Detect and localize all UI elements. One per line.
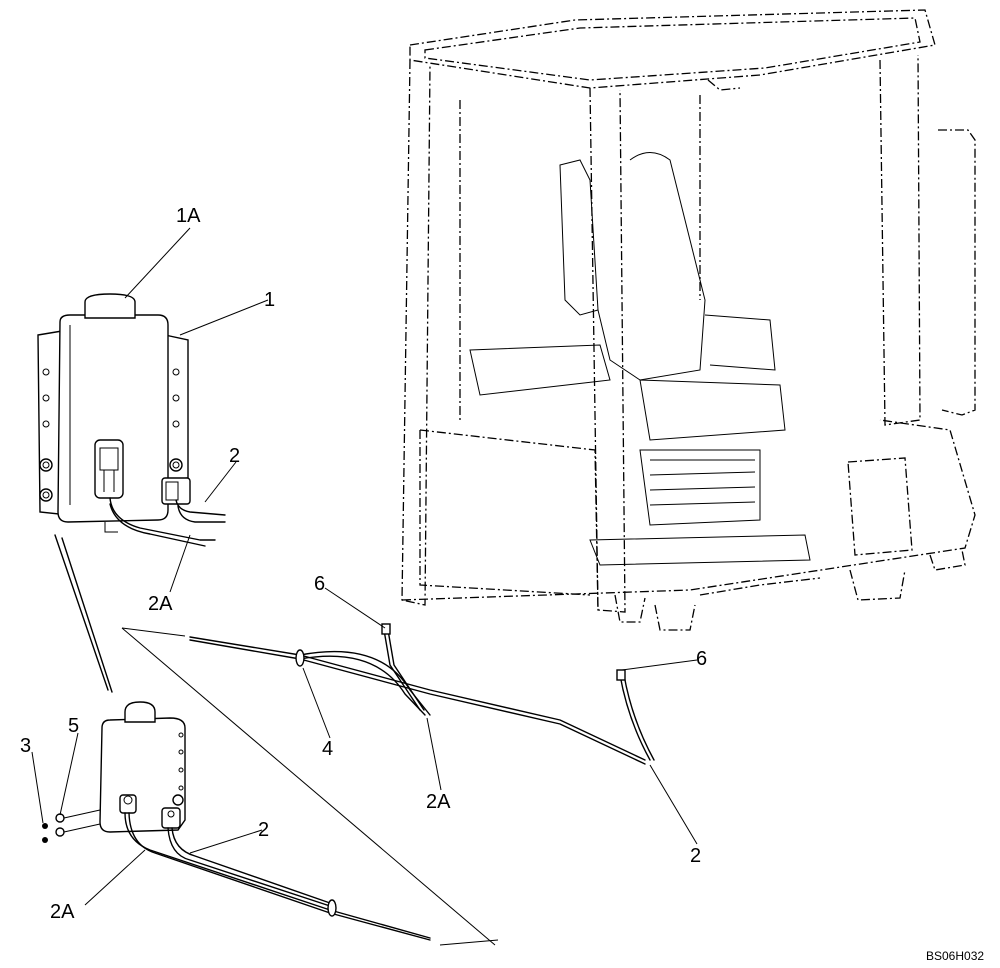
callout-1: 1	[264, 289, 275, 311]
callout-6-right: 6	[696, 648, 707, 670]
cab-outline	[401, 9, 976, 631]
callout-3: 3	[20, 735, 31, 757]
callout-6-left: 6	[314, 573, 325, 595]
callout-leaders	[31, 227, 698, 906]
callout-2-low: 2	[258, 819, 269, 841]
callout-2A-top: 2A	[148, 593, 173, 615]
callout-1A: 1A	[176, 205, 201, 227]
operator-seat	[469, 152, 811, 566]
washer-reservoir-large	[37, 293, 226, 547]
callout-2A-low: 2A	[50, 901, 75, 923]
washer-reservoir-small	[42, 701, 431, 941]
washer-hoses	[189, 623, 655, 765]
callout-2-top: 2	[229, 445, 240, 467]
figure-code: BS06H032	[926, 949, 984, 963]
callout-5: 5	[68, 715, 79, 737]
view-transfer-lines	[54, 534, 113, 693]
section-leader-lines	[121, 627, 499, 946]
callout-2A-mid: 2A	[426, 791, 451, 813]
callout-4: 4	[322, 738, 333, 760]
callout-2-right: 2	[690, 845, 701, 867]
